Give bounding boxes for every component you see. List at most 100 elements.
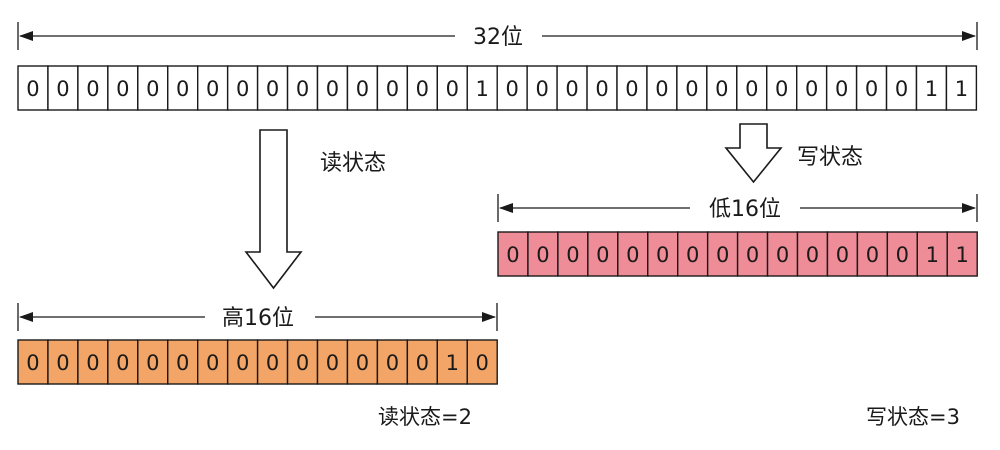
full-register-bit-cell: 0 — [556, 65, 588, 111]
full-register-bit-cell: 0 — [855, 65, 888, 111]
full-register-bit-value: 0 — [86, 77, 99, 101]
full-register-bit-box — [47, 65, 79, 111]
full-register-bit-value: 0 — [116, 77, 129, 101]
full-register-bit-cell: 0 — [766, 65, 798, 111]
full-register-bit-value: 1 — [925, 77, 938, 101]
full-register-bit-cell: 0 — [167, 65, 199, 111]
full-register-bit-cell: 0 — [436, 65, 468, 111]
full-register-bit-cell: 0 — [586, 65, 618, 111]
low-half-bit-value: 1 — [956, 243, 969, 267]
high-half-bit-cell: 0 — [316, 339, 349, 385]
full-register-bit-box — [556, 65, 588, 111]
low-half-bit-box — [557, 231, 589, 277]
full-register-bit-value: 0 — [176, 77, 189, 101]
full-register-bit-value: 0 — [446, 77, 459, 101]
high-half-bit-value: 0 — [26, 351, 39, 375]
full-register-bit-box — [796, 65, 828, 111]
full-register-bit-cell: 0 — [736, 65, 768, 111]
high-half-bit-value: 0 — [236, 351, 249, 375]
full-register-bit-cell: 0 — [825, 65, 858, 111]
high-half-bit-cell: 0 — [286, 339, 319, 385]
full-register-bit-value: 0 — [26, 77, 39, 101]
full-register-bit-box — [526, 65, 558, 111]
write-state-caption: 写状态=3 — [866, 405, 960, 429]
high-half-bit-cell: 0 — [77, 339, 109, 385]
high-half-bit-box — [286, 339, 319, 385]
low-half-bit-cell: 0 — [736, 231, 769, 277]
high-half-bit-cell: 0 — [466, 339, 498, 385]
full-register-bit-value: 0 — [356, 77, 369, 101]
high-dim-left-arrow-icon — [19, 312, 33, 322]
low-dim-right-arrow-icon — [962, 203, 976, 213]
full-register-bit-value: 0 — [266, 77, 279, 101]
low-half-bit-value: 0 — [866, 243, 879, 267]
high-half-label: 高16位 — [222, 306, 294, 331]
low-half-bit-value: 0 — [626, 243, 639, 267]
high-half-bit-cell: 0 — [47, 339, 79, 385]
full-register-bit-value: 0 — [206, 77, 219, 101]
low-half-bit-value: 0 — [506, 243, 519, 267]
full-register-bit-box — [646, 65, 678, 111]
high-half-bit-value: 0 — [326, 351, 339, 375]
low-half-bit-value: 0 — [716, 243, 729, 267]
low-half-bit-value: 0 — [566, 243, 579, 267]
full-register-bit-box — [346, 65, 379, 111]
low-half-bit-value: 0 — [746, 243, 759, 267]
full-register-bit-box — [885, 65, 918, 111]
full-register-bit-box — [316, 65, 349, 111]
full-register-bit-cell: 0 — [706, 65, 738, 111]
full-register-bit-value: 0 — [505, 77, 518, 101]
low-half-bit-box — [677, 231, 709, 277]
high-half-bit-cell: 0 — [137, 339, 169, 385]
full-register-bit-cell: 0 — [646, 65, 678, 111]
low-half-bit-cell: 0 — [706, 231, 739, 277]
full-register-bit-value: 0 — [595, 77, 608, 101]
full-register-bit-box — [825, 65, 858, 111]
full-register-bit-value: 0 — [146, 77, 159, 101]
high-half-dimension: 高16位 — [17, 303, 498, 331]
low-half-bit-box — [916, 231, 948, 277]
high-half-bit-cell: 0 — [256, 339, 289, 385]
high-half-bit-cell: 0 — [196, 339, 229, 385]
full-register-dimension: 32位 — [17, 22, 978, 50]
low-half-bit-box — [647, 231, 679, 277]
full-register-bit-value: 0 — [895, 77, 908, 101]
high-half-bit-value: 0 — [386, 351, 399, 375]
full-register-bit-value: 0 — [865, 77, 878, 101]
full-register-bit-cell: 1 — [915, 65, 948, 111]
read-state-arrow-label: 读状态 — [320, 151, 386, 176]
low-half-bit-cell: 0 — [677, 231, 709, 277]
low-half-bit-cell: 0 — [617, 231, 649, 277]
high-half-bit-cell: 0 — [107, 339, 139, 385]
full-register-bit-box — [167, 65, 199, 111]
full-register-bit-box — [17, 65, 49, 111]
full-register-bit-cell: 0 — [77, 65, 109, 111]
low-half-label: 低16位 — [709, 197, 781, 222]
high-half-bit-cell: 0 — [376, 339, 409, 385]
full-register-bit-box — [376, 65, 409, 111]
low-half-bit-value: 0 — [596, 243, 609, 267]
low-half-bit-box — [766, 231, 799, 277]
low-half-bit-value: 1 — [926, 243, 939, 267]
full-register-bit-value: 0 — [326, 77, 339, 101]
full-register-bit-cell: 0 — [226, 65, 259, 111]
high-half-bit-value: 0 — [206, 351, 219, 375]
full-register-bit-box — [107, 65, 139, 111]
low-half-bit-box — [497, 231, 529, 277]
low-half-bit-cell: 0 — [527, 231, 559, 277]
write-down-arrow-icon — [724, 123, 783, 184]
low-half-bit-cell: 0 — [587, 231, 619, 277]
full-register-bit-value: 0 — [535, 77, 548, 101]
full-register-bit-cell: 0 — [286, 65, 319, 111]
low-half-bit-value: 0 — [806, 243, 819, 267]
high-half-bit-value: 0 — [476, 351, 489, 375]
full-register-bit-value: 0 — [236, 77, 249, 101]
full-register-bit-box — [286, 65, 319, 111]
high-half-bit-cell: 0 — [17, 339, 49, 385]
full-register-bit-cell: 0 — [196, 65, 229, 111]
low-half-bit-value: 0 — [836, 243, 849, 267]
high-dim-right-arrow-icon — [482, 312, 496, 322]
high-half-bit-box — [196, 339, 229, 385]
